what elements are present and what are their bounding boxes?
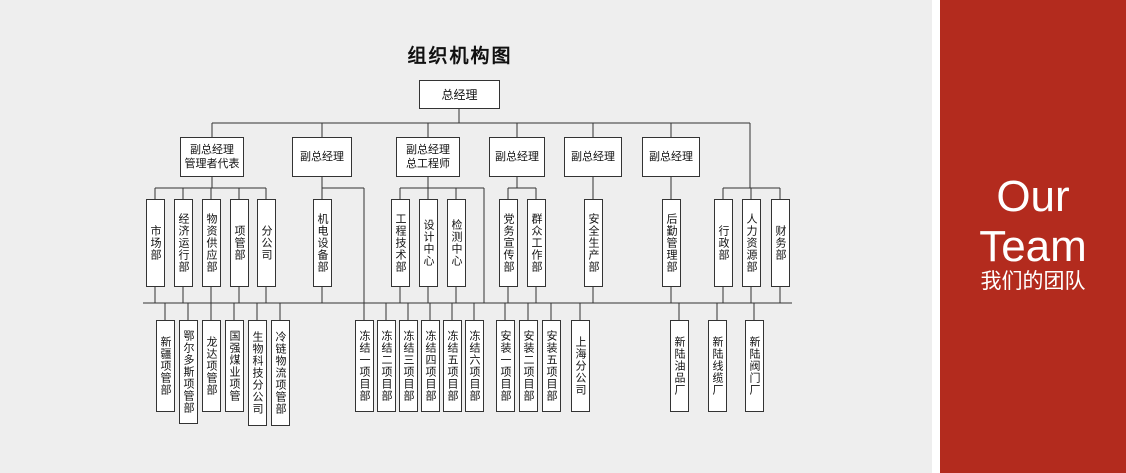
banner-subtitle: 我们的团队 bbox=[980, 269, 1086, 293]
node-branch-dept: 分公司 bbox=[257, 199, 276, 287]
node-freeze-5: 冻结五项目部 bbox=[443, 320, 462, 412]
node-cable-factory: 新陆线缆厂 bbox=[708, 320, 727, 412]
node-longda-pm: 龙达项管部 bbox=[202, 320, 221, 412]
org-chart-panel: 组织机构图 bbox=[0, 0, 932, 473]
node-shanghai-branch: 上海分公司 bbox=[571, 320, 590, 412]
node-valve-factory: 新陆阀门厂 bbox=[745, 320, 764, 412]
node-admin-dept: 行政部 bbox=[714, 199, 733, 287]
node-install-1: 安装一项目部 bbox=[496, 320, 515, 412]
node-hr-dept: 人力资源部 bbox=[742, 199, 761, 287]
banner-title-our: Our bbox=[996, 172, 1070, 221]
node-xinjiang-pm: 新疆项管部 bbox=[156, 320, 175, 412]
node-freeze-2: 冻结二项目部 bbox=[377, 320, 396, 412]
node-vp-chief-engineer: 副总经理 总工程师 bbox=[396, 137, 460, 177]
node-install-2: 安装二项目部 bbox=[519, 320, 538, 412]
our-team-banner: Our Team 我们的团队 bbox=[940, 0, 1126, 473]
node-install-5: 安装五项目部 bbox=[542, 320, 561, 412]
node-vp-2: 副总经理 bbox=[292, 137, 352, 177]
node-market-dept: 市场部 bbox=[146, 199, 165, 287]
node-vp-6: 副总经理 bbox=[642, 137, 700, 177]
node-econ-dept: 经济运行部 bbox=[174, 199, 193, 287]
node-freeze-3: 冻结三项目部 bbox=[399, 320, 418, 412]
node-bio-tech-branch: 生物科技分公司 bbox=[248, 320, 267, 426]
node-party-dept: 党务宣传部 bbox=[499, 199, 518, 287]
connector-lines bbox=[143, 109, 792, 320]
node-supply-dept: 物资供应部 bbox=[202, 199, 221, 287]
node-vp-5: 副总经理 bbox=[564, 137, 622, 177]
node-cold-chain-pm: 冷链物流项管部 bbox=[271, 320, 290, 426]
chart-title: 组织机构图 bbox=[407, 45, 513, 67]
node-test-center: 检测中心 bbox=[447, 199, 466, 287]
banner-title-team: Team bbox=[979, 222, 1087, 271]
node-general-manager: 总经理 bbox=[419, 80, 500, 109]
node-mass-work-dept: 群众工作部 bbox=[527, 199, 546, 287]
node-guoqiang-pm: 国强煤业项管 bbox=[225, 320, 244, 412]
node-mech-equip-dept: 机电设备部 bbox=[313, 199, 332, 287]
node-freeze-1: 冻结一项目部 bbox=[355, 320, 374, 412]
node-finance-dept: 财务部 bbox=[771, 199, 790, 287]
node-logistics-dept: 后勤管理部 bbox=[662, 199, 681, 287]
node-design-center: 设计中心 bbox=[419, 199, 438, 287]
node-freeze-6: 冻结六项目部 bbox=[465, 320, 484, 412]
node-freeze-4: 冻结四项目部 bbox=[421, 320, 440, 412]
node-ordos-pm: 鄂尔多斯项管部 bbox=[179, 320, 198, 424]
node-eng-tech-dept: 工程技术部 bbox=[391, 199, 410, 287]
node-oil-factory: 新陆油品厂 bbox=[670, 320, 689, 412]
node-vp-4: 副总经理 bbox=[489, 137, 545, 177]
node-project-mgmt-dept: 项管部 bbox=[230, 199, 249, 287]
node-safety-dept: 安全生产部 bbox=[584, 199, 603, 287]
node-vp-management-rep: 副总经理 管理者代表 bbox=[180, 137, 244, 177]
